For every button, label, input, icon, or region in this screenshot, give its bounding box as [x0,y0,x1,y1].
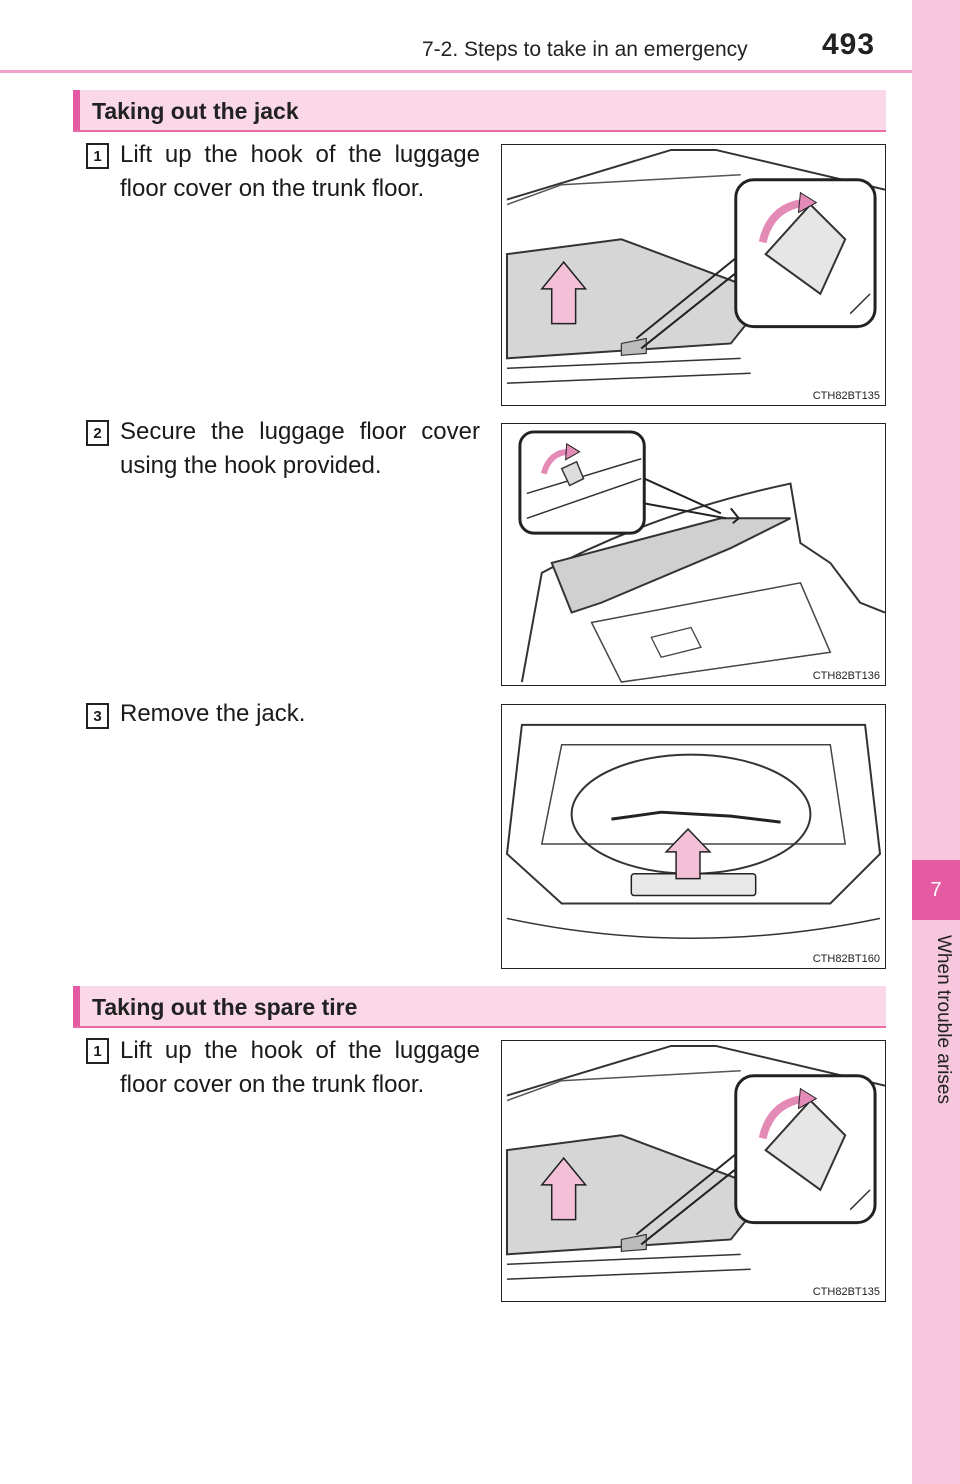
step-instruction: Remove the jack. [120,700,306,727]
step-number-box: 1 [86,1038,109,1064]
section-title: 7-2. Steps to take in an emergency [422,38,748,61]
step-instruction: Secure the luggage floor cover using the… [120,418,480,479]
section-heading-text: Taking out the spare tire [92,994,358,1020]
remove-jack-illustration: CTH82BT160 [501,704,886,969]
section-heading-spare-tire: Taking out the spare tire [73,986,886,1028]
section-heading-jack: Taking out the jack [73,90,886,132]
step-instruction: Lift up the hook of the luggage floor co… [120,1037,480,1098]
chapter-number-tab[interactable]: 7 [912,860,960,920]
trunk-floor-hook-illustration: CTH82BT135 [501,1040,886,1302]
page-number: 493 [822,28,876,61]
step-number-box: 1 [86,143,109,169]
step-number-box: 2 [86,420,109,446]
floor-cover-drawing [518,430,885,683]
trunk-floor-hook-illustration: CTH82BT135 [501,144,886,406]
step-number-box: 3 [86,703,109,729]
trunk-hook-drawing [505,1044,885,1280]
section-heading-text: Taking out the jack [92,98,299,124]
chapter-sidebar [912,0,960,1484]
header-rule [0,70,912,73]
figure-code: CTH82BT135 [812,390,880,402]
figure-code: CTH82BT160 [812,953,880,965]
step-instruction: Lift up the hook of the luggage floor co… [120,141,480,202]
floor-cover-secured-illustration: CTH82BT136 [501,423,886,686]
figure-code: CTH82BT136 [812,670,880,682]
jack-drawing [505,723,882,939]
trunk-hook-drawing [505,148,885,384]
figure-code: CTH82BT135 [812,1286,880,1298]
chapter-title: When trouble arises [933,935,954,1104]
